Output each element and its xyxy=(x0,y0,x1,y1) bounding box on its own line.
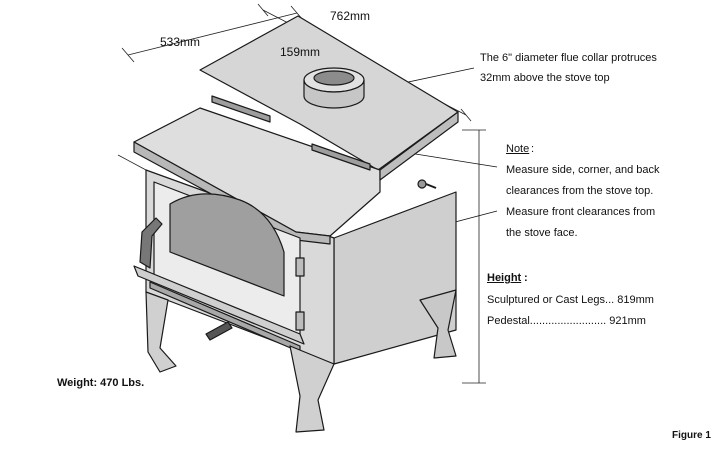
note-colon: : xyxy=(531,143,535,155)
note-title: Note xyxy=(506,143,530,155)
width-dimension: 762mm xyxy=(330,9,371,23)
note-line2: clearances from the stove top. xyxy=(506,185,654,197)
leg-front-right xyxy=(289,345,335,433)
door-glass xyxy=(169,193,285,297)
height-row-pedestal: Pedestal......................... 921mm xyxy=(487,315,646,327)
height-colon: : xyxy=(524,272,528,284)
door-handle xyxy=(139,217,163,269)
note-line3: Measure front clearances from xyxy=(506,206,656,218)
height-row-legs: Sculptured or Cast Legs... 819mm xyxy=(487,294,654,306)
leg-front-left xyxy=(145,291,177,373)
air-control-knob xyxy=(205,321,233,341)
stove-body xyxy=(133,15,459,433)
figure-label: Figure 1 xyxy=(672,430,711,441)
flue-note-line1: The 6" diameter flue collar protruces xyxy=(480,52,657,64)
weight-label: Weight: 470 Lbs. xyxy=(57,377,145,389)
leg-back-right xyxy=(419,289,457,359)
depth-dimension: 533mm xyxy=(160,35,201,49)
flue-note-line2: 32mm above the stove top xyxy=(480,72,610,84)
flue-offset-dimension: 159mm xyxy=(280,45,321,59)
note-line4: the stove face. xyxy=(506,227,578,239)
height-title: Height xyxy=(487,272,522,284)
note-line1: Measure side, corner, and back xyxy=(506,164,660,176)
